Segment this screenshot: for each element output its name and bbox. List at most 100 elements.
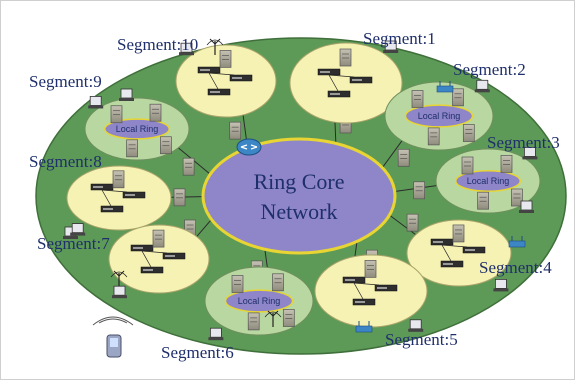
local-ring-label: Local Ring	[116, 124, 159, 134]
segment-labels: Segment:1Segment:2Segment:3Segment:4Segm…	[29, 29, 560, 362]
local-ring-label: Local Ring	[467, 176, 510, 186]
server-icon	[511, 188, 523, 207]
segment-4-label: Segment:4	[479, 258, 552, 277]
server-icon	[413, 181, 425, 200]
switch-icon	[462, 246, 486, 254]
laptop-icon	[208, 327, 224, 341]
switch-icon	[140, 266, 164, 274]
segment-5-label: Segment:5	[385, 330, 458, 349]
antenna-icon	[206, 38, 224, 55]
server-icon	[427, 127, 440, 146]
local-ring	[104, 118, 170, 140]
laptop-icon	[112, 285, 127, 299]
segment-bubble	[406, 219, 512, 287]
antenna-icon	[110, 270, 128, 287]
server-icon	[452, 88, 464, 107]
wireless-ap-icon	[436, 81, 454, 93]
server-icon	[182, 157, 195, 176]
switch-icon	[100, 205, 124, 213]
switch-icon	[162, 252, 186, 260]
switch-icon	[207, 88, 231, 96]
laptop-icon	[519, 200, 534, 213]
switch-icon	[317, 68, 341, 76]
server-icon	[229, 121, 242, 140]
antenna-icon	[264, 310, 282, 327]
server-icon	[406, 213, 419, 232]
server-icon	[339, 48, 352, 67]
pda-icon	[92, 316, 134, 358]
wireless-ap-icon	[355, 321, 373, 333]
laptop-icon	[383, 40, 399, 53]
server-icon	[126, 139, 138, 158]
segment-5	[314, 254, 428, 333]
server-icon	[173, 188, 186, 207]
segment-4	[406, 219, 526, 292]
segment-2-label: Segment:2	[453, 60, 526, 79]
segment-1	[289, 40, 403, 124]
router-icon	[236, 138, 262, 156]
segment-9-label: Segment:9	[29, 72, 102, 91]
server-icon	[364, 260, 377, 278]
core-label-line2: Network	[261, 199, 338, 224]
segment-8-label: Segment:8	[29, 152, 102, 171]
switch-icon	[122, 191, 146, 199]
local-ring	[404, 104, 474, 128]
switch-icon	[430, 238, 454, 246]
segment-3-label: Segment:3	[487, 133, 560, 152]
server-icon	[219, 50, 232, 68]
laptop-icon	[70, 223, 86, 236]
segment-6: Local Ring	[204, 266, 314, 341]
switch-icon	[374, 284, 398, 292]
segment-10-label: Segment:10	[117, 35, 198, 54]
switch-icon	[130, 244, 154, 252]
server-icon	[411, 90, 424, 108]
local-ring-label: Local Ring	[238, 296, 281, 306]
segment-8	[63, 165, 172, 239]
core-label-line1: Ring Core	[253, 169, 344, 194]
laptop-icon	[179, 42, 194, 56]
segment-1-label: Segment:1	[363, 29, 436, 48]
laptop-icon	[493, 278, 509, 292]
segment-bubble	[175, 44, 277, 118]
server-icon	[272, 273, 284, 292]
server-icon	[160, 136, 172, 155]
local-ring-label: Local Ring	[418, 111, 461, 121]
segment-9: Local Ring	[84, 88, 190, 161]
server-icon	[500, 155, 513, 173]
segment-3: Local Ring	[435, 146, 541, 214]
local-ring	[455, 170, 521, 192]
server-icon	[282, 309, 295, 327]
segment-7	[108, 224, 210, 299]
core-network	[201, 137, 397, 255]
switch-icon	[352, 298, 376, 306]
segment-7-label: Segment:7	[37, 234, 110, 253]
laptop-icon	[119, 88, 134, 101]
segment-bubble	[289, 42, 403, 124]
server-icon	[110, 105, 123, 124]
switch-icon	[440, 260, 464, 268]
server-icon	[149, 103, 162, 122]
server-icon	[462, 124, 475, 142]
switch-icon	[349, 76, 373, 84]
server-icon	[397, 148, 410, 167]
laptop-icon	[408, 319, 424, 332]
segment-2: Local Ring	[384, 79, 494, 151]
switch-icon	[327, 90, 351, 98]
server-icon	[461, 156, 474, 175]
server-icon	[112, 170, 125, 189]
local-ring	[224, 289, 294, 313]
laptop-icon	[522, 146, 538, 160]
server-icon	[452, 224, 465, 243]
server-icon	[247, 312, 260, 331]
server-icon	[231, 275, 244, 293]
laptop-icon	[88, 96, 104, 109]
segment-10	[175, 38, 277, 118]
segment-bubble	[108, 224, 210, 294]
segment-6-label: Segment:6	[161, 343, 234, 362]
server-icon	[477, 191, 489, 210]
laptop-icon	[474, 79, 490, 93]
segment-bubble	[66, 165, 172, 231]
